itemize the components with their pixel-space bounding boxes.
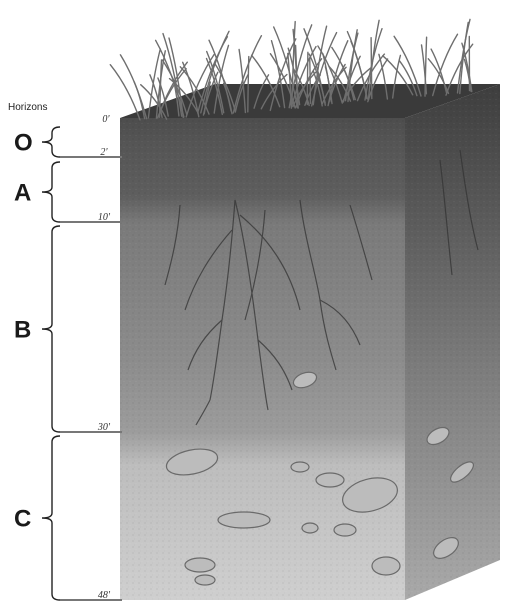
horizon-depth-label: 48' <box>98 590 111 601</box>
horizon-a: A 10' <box>14 162 122 223</box>
horizon-b: B 30' <box>14 226 122 433</box>
horizon-bracket <box>42 127 60 157</box>
horizon-c: C 48' <box>14 436 122 601</box>
grass-blade <box>110 65 140 120</box>
horizon-depth-label: 2' <box>100 147 108 158</box>
horizon-o: O 2' 0' <box>14 114 122 158</box>
horizon-depth-label: 10' <box>98 212 111 223</box>
horizon-letter: C <box>14 506 31 533</box>
horizon-bracket <box>42 226 60 432</box>
grass-blade <box>310 58 311 103</box>
horizon-depth-label: 30' <box>97 422 111 433</box>
soil-block-front-texture <box>120 118 405 600</box>
horizon-letter: O <box>14 130 33 157</box>
horizon-letter: A <box>14 180 31 207</box>
horizon-top-depth-label: 0' <box>102 114 110 125</box>
horizon-bracket <box>42 436 60 600</box>
horizon-letter: B <box>14 317 31 344</box>
grass-blade <box>307 52 308 104</box>
soil-block-side-texture <box>405 84 500 600</box>
horizon-labels: O 2' 0' A 10' B 30' C 48' <box>14 114 122 601</box>
horizon-bracket <box>42 162 60 222</box>
horizons-title: Horizons <box>8 102 47 113</box>
